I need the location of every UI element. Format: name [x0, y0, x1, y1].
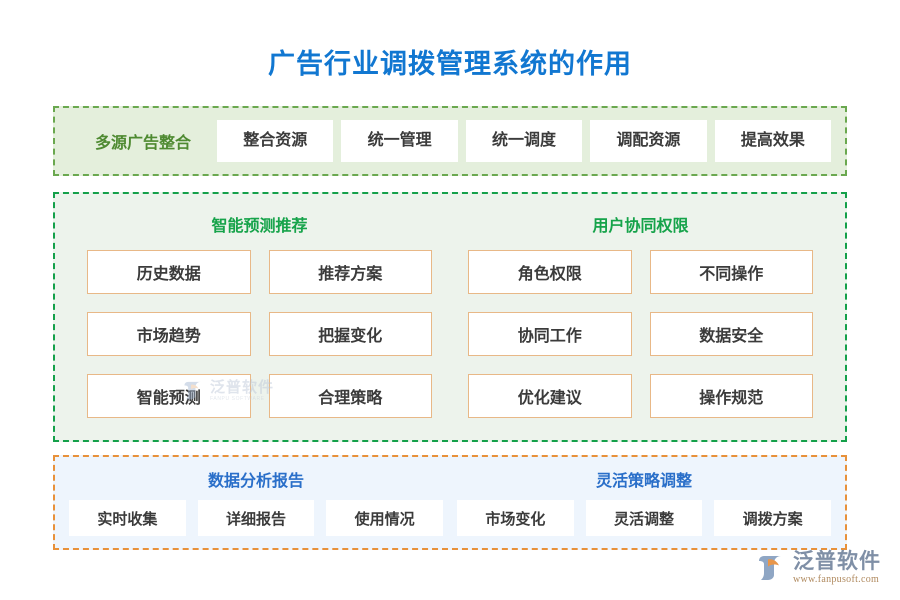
grid-box-item[interactable]: 历史数据: [87, 250, 251, 294]
brand-url: www.fanpusoft.com: [793, 574, 880, 585]
grid-box-item[interactable]: 优化建议: [468, 374, 632, 418]
chip-item[interactable]: 使用情况: [326, 500, 444, 536]
grid-box-item[interactable]: 数据安全: [649, 312, 813, 356]
chip-item[interactable]: 调配资源: [590, 120, 707, 162]
column-chip-row: 市场变化 灵活调整 调拨方案: [457, 500, 832, 536]
section-analysis-and-strategy: 数据分析报告 实时收集 详细报告 使用情况 灵活策略调整 市场变化 灵活调整 调…: [53, 455, 847, 550]
section-one-label: 多源广告整合: [94, 135, 191, 152]
chip-item[interactable]: 统一管理: [341, 120, 458, 162]
chip-item[interactable]: 灵活调整: [585, 500, 703, 536]
column-user-collaboration: 用户协同权限 角色权限 不同操作 协同工作 数据安全 优化建议 操作规范: [468, 212, 813, 420]
chip-item[interactable]: 实时收集: [69, 500, 186, 536]
grid-box-item[interactable]: 推荐方案: [268, 250, 432, 294]
fanpu-brand-icon: [757, 555, 787, 582]
column-data-analysis-report: 数据分析报告 实时收集 详细报告 使用情况: [69, 467, 444, 536]
column-flexible-strategy-adjust: 灵活策略调整 市场变化 灵活调整 调拨方案: [457, 467, 832, 536]
chip-item[interactable]: 调拨方案: [714, 500, 832, 536]
brand-text: 泛普软件 www.fanpusoft.com: [793, 551, 881, 585]
section-multi-source-integration: 多源广告整合 整合资源 统一管理 统一调度 调配资源 提高效果: [53, 106, 847, 176]
grid-box-item[interactable]: 操作规范: [649, 374, 813, 418]
brand-logo: 泛普软件 www.fanpusoft.com: [757, 551, 881, 585]
column-header: 智能预测推荐: [211, 218, 308, 235]
column-chip-row: 实时收集 详细报告 使用情况: [69, 500, 444, 536]
column-grid: 历史数据 推荐方案 市场趋势 把握变化 智能预测 合理策略: [87, 250, 432, 420]
chip-item[interactable]: 市场变化: [457, 500, 574, 536]
grid-box-item[interactable]: 角色权限: [468, 250, 632, 294]
brand-name: 泛普软件: [793, 550, 881, 573]
column-smart-prediction: 智能预测推荐 历史数据 推荐方案 市场趋势 把握变化 智能预测 合理策略: [87, 212, 432, 420]
chip-item[interactable]: 详细报告: [197, 500, 315, 536]
column-header: 用户协同权限: [592, 218, 689, 235]
column-grid: 角色权限 不同操作 协同工作 数据安全 优化建议 操作规范: [468, 250, 813, 420]
section-three-columns: 数据分析报告 实时收集 详细报告 使用情况 灵活策略调整 市场变化 灵活调整 调…: [55, 457, 845, 548]
chip-item[interactable]: 统一调度: [465, 120, 583, 162]
grid-box-item[interactable]: 协同工作: [468, 312, 632, 356]
grid-box-item[interactable]: 不同操作: [649, 250, 813, 294]
grid-box-item[interactable]: 智能预测: [87, 374, 251, 418]
section-prediction-and-permissions: 智能预测推荐 历史数据 推荐方案 市场趋势 把握变化 智能预测 合理策略 用户协…: [53, 192, 847, 442]
chip-item[interactable]: 提高效果: [714, 120, 832, 162]
grid-box-item[interactable]: 合理策略: [268, 374, 432, 418]
section-two-columns: 智能预测推荐 历史数据 推荐方案 市场趋势 把握变化 智能预测 合理策略 用户协…: [55, 194, 845, 440]
grid-box-item[interactable]: 把握变化: [268, 312, 432, 356]
column-header: 灵活策略调整: [595, 473, 692, 490]
chip-item[interactable]: 整合资源: [217, 120, 334, 162]
section-one-chip-row: 整合资源 统一管理 统一调度 调配资源 提高效果: [217, 120, 832, 162]
grid-box-item[interactable]: 市场趋势: [87, 312, 251, 356]
column-header: 数据分析报告: [207, 473, 304, 490]
page-title: 广告行业调拨管理系统的作用: [268, 49, 632, 79]
